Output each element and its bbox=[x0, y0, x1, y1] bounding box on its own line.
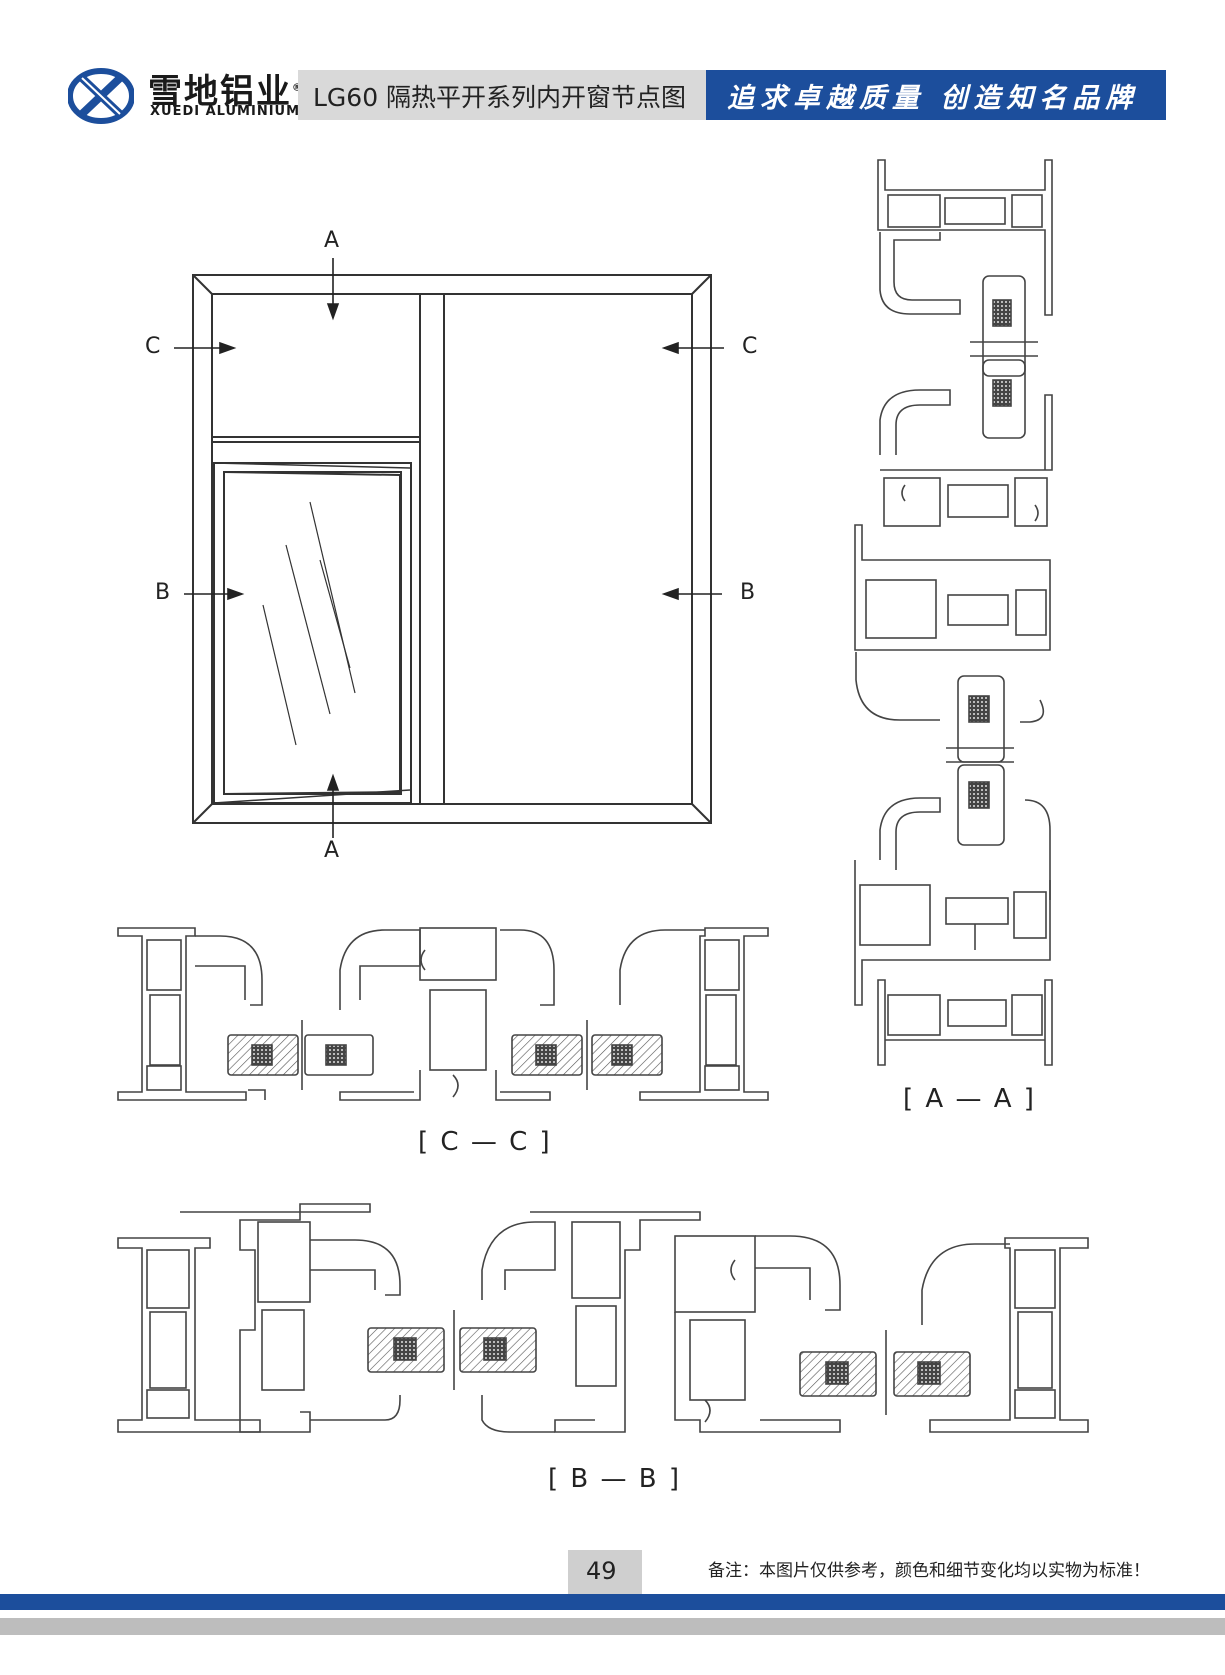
page-number-box bbox=[568, 1550, 642, 1594]
footer-note: 备注：本图片仅供参考，颜色和细节变化均以实物为标准！ bbox=[708, 1561, 1150, 1581]
brand-name-en: XUEDI ALUMINIUM bbox=[150, 104, 301, 119]
section-cc-drawing bbox=[117, 927, 769, 1101]
arrow-up-icon bbox=[326, 773, 340, 838]
section-arrows bbox=[174, 258, 724, 838]
section-title-bb: [ B — B ] bbox=[548, 1464, 682, 1494]
label-b-right: B bbox=[740, 580, 756, 605]
slogan-bar bbox=[706, 70, 1166, 120]
arrow-left-icon bbox=[661, 587, 722, 601]
slogan: 追求卓越质量 创造知名品牌 bbox=[727, 83, 1139, 114]
arrow-left-icon bbox=[661, 341, 724, 355]
label-c-left: C bbox=[145, 334, 161, 359]
label-b-left: B bbox=[155, 580, 171, 605]
arrow-right-icon bbox=[184, 587, 245, 601]
brand-name-cn: 雪地铝业® bbox=[148, 72, 302, 112]
title-bar bbox=[298, 70, 706, 120]
arrow-right-icon bbox=[174, 341, 237, 355]
arrow-down-icon bbox=[326, 258, 340, 321]
page-header: 雪地铝业® XUEDI ALUMINIUM LG60 隔热平开系列内开窗节点图 … bbox=[0, 0, 1225, 140]
label-a-top: A bbox=[324, 228, 340, 253]
label-c-right: C bbox=[742, 334, 758, 359]
section-aa-drawing bbox=[854, 159, 1053, 1066]
footer-band-blue bbox=[0, 1594, 1225, 1610]
page-title: LG60 隔热平开系列内开窗节点图 bbox=[313, 83, 687, 112]
footer-band-grey bbox=[0, 1618, 1225, 1635]
section-bb-drawing bbox=[117, 1203, 1089, 1433]
label-a-bottom: A bbox=[324, 838, 340, 863]
page-number: 49 bbox=[586, 1557, 617, 1585]
logo-x-icon bbox=[68, 68, 134, 124]
section-title-cc: [ C — C ] bbox=[418, 1127, 552, 1157]
window-elevation bbox=[192, 274, 712, 824]
section-title-aa: [ A — A ] bbox=[903, 1084, 1036, 1114]
